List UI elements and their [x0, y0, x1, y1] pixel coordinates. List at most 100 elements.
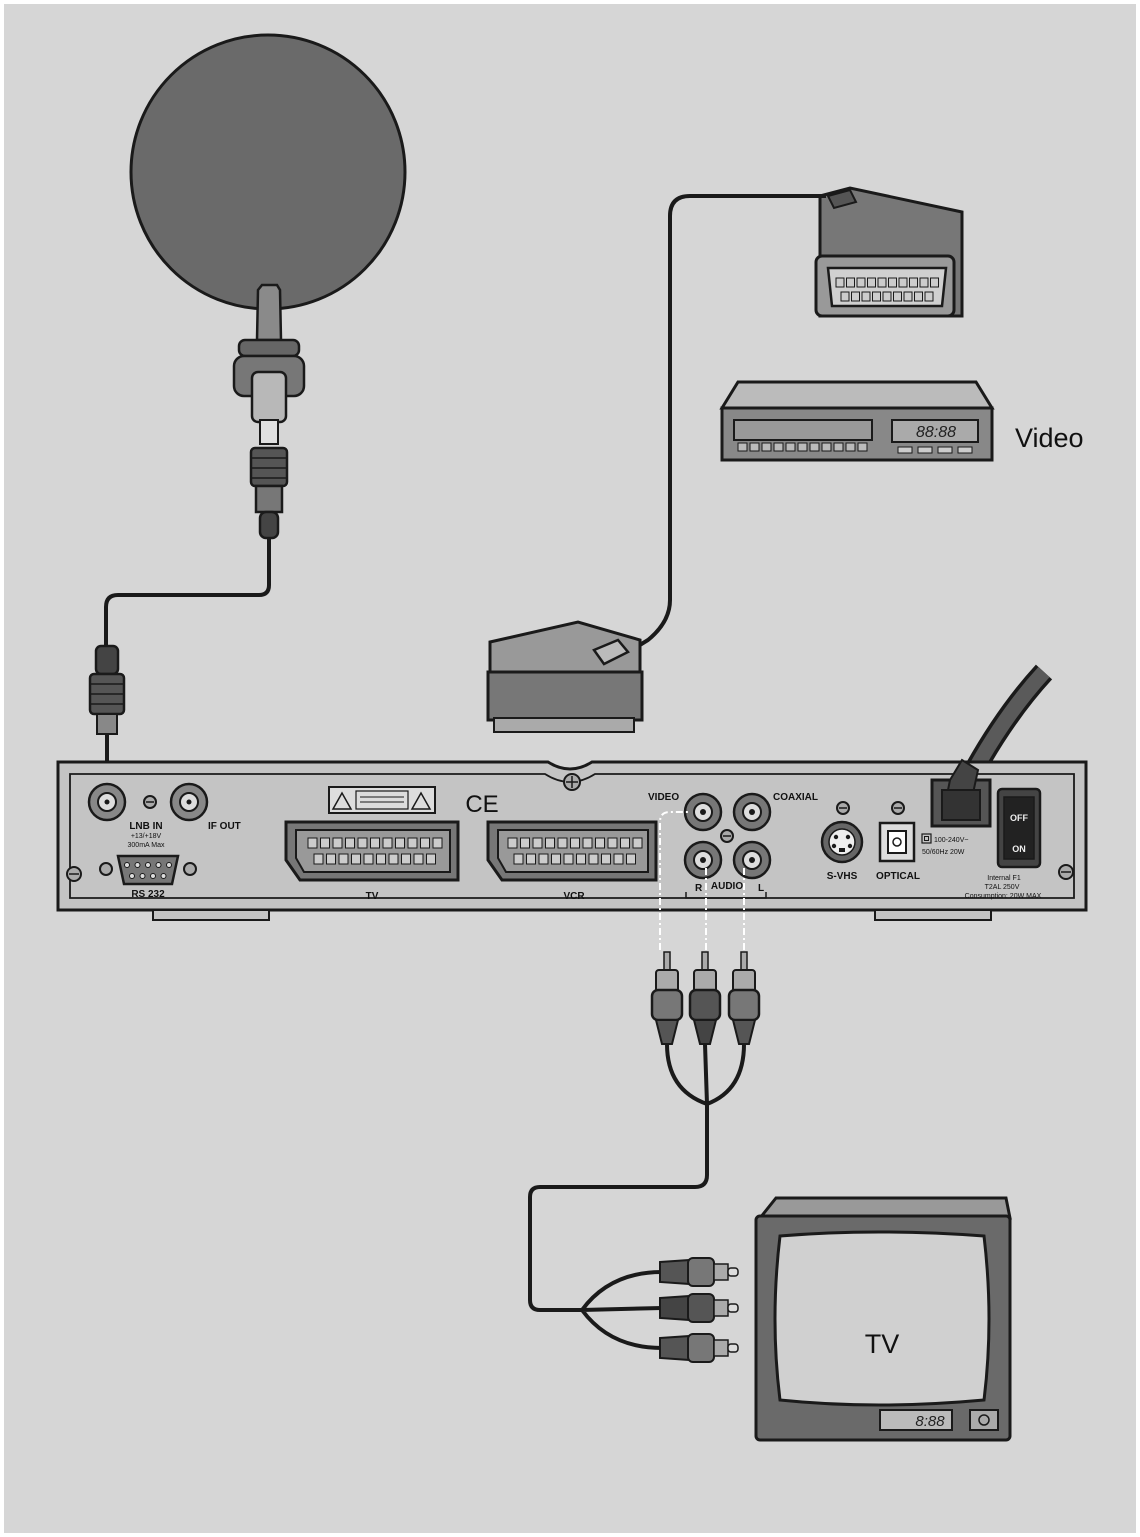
audio-r-label: R	[695, 883, 703, 894]
scart-pin	[313, 853, 324, 865]
coax-cable	[104, 538, 271, 646]
scart-vcr-port	[486, 820, 658, 882]
optical-port	[878, 821, 916, 863]
f-connector-top	[249, 446, 289, 540]
coaxial-rca-port	[732, 792, 772, 832]
scart-pin	[893, 291, 902, 302]
scart-pin	[924, 291, 934, 302]
scart-pin	[345, 837, 355, 849]
rs232-pin	[145, 862, 151, 868]
rca-cable	[528, 1043, 746, 1350]
panel-screw	[143, 795, 157, 809]
scart-pin	[840, 291, 850, 302]
fuse-label: Internal F1	[987, 875, 1021, 882]
panel-screw	[66, 866, 82, 882]
scart-pin	[582, 837, 593, 849]
scart-pin	[507, 837, 518, 849]
rca-plugs-side	[659, 1257, 739, 1363]
vcr-device: 88:88	[719, 380, 995, 462]
power-spec-frequency: 50/60Hz 20W	[922, 849, 965, 856]
lnb-in-spec-voltage: +13/+18V	[131, 833, 162, 840]
scart-pin	[588, 853, 599, 865]
video-rca-port	[683, 792, 723, 832]
scart-pin	[426, 853, 436, 865]
scart-pin	[513, 853, 524, 865]
audio-l-rca-port	[732, 840, 772, 880]
vcr-slot	[761, 442, 772, 452]
tv-label: TV	[865, 1329, 900, 1359]
scart-plug-top	[814, 186, 964, 318]
switch-off-label: OFF	[1010, 813, 1028, 823]
rca-dashed-links	[659, 811, 745, 950]
scart-pin	[867, 277, 876, 288]
scart-pin	[401, 853, 411, 865]
vcr-slot	[773, 442, 784, 452]
if-out-port	[169, 782, 209, 822]
coaxial-port-label: COAXIAL	[773, 792, 818, 803]
scart-pin	[413, 853, 424, 865]
audio-bracket	[685, 892, 767, 899]
ce-mark: CE	[465, 791, 498, 818]
scart-pin	[909, 277, 918, 288]
scart-pin	[338, 853, 349, 865]
scart-pin	[846, 277, 855, 288]
rs232-pin	[150, 873, 156, 879]
audio-r-rca-port	[683, 840, 723, 880]
consumption-label: Consumption: 20W MAX	[965, 893, 1042, 900]
panel-screw	[836, 801, 850, 815]
vcr-slot	[749, 442, 760, 452]
fuse-rating-label: T2AL 250V	[985, 884, 1020, 891]
power-spec-voltage: 100-240V~	[934, 837, 968, 844]
scart-pin	[538, 853, 549, 865]
scart-pin	[563, 853, 574, 865]
tv-display: 8:88	[915, 1413, 945, 1430]
power-inlet	[930, 758, 992, 828]
vcr-slot	[821, 442, 832, 452]
audio-label: AUDIO	[711, 881, 743, 892]
scart-pin	[613, 853, 624, 865]
scart-tv-port	[284, 820, 460, 882]
video-port-label: VIDEO	[648, 792, 679, 803]
vcr-button	[937, 446, 953, 454]
vcr-slot	[857, 442, 868, 452]
scart-pin	[407, 837, 418, 849]
audio-l-label: L	[758, 883, 764, 894]
vcr-slot	[785, 442, 796, 452]
power-switch	[996, 787, 1042, 869]
scart-pin	[903, 291, 913, 302]
scart-pin	[520, 837, 530, 849]
vcr-button	[897, 446, 913, 454]
warning-label	[328, 786, 436, 814]
rca-plugs-up	[650, 951, 761, 1045]
scart-pin	[332, 837, 343, 849]
rs232-label: RS 232	[131, 889, 165, 900]
scart-pin	[382, 837, 393, 849]
scart-pin	[914, 291, 923, 302]
scart-pin	[551, 853, 561, 865]
lnb-in-spec-current: 300mA Max	[128, 842, 165, 849]
panel-screw	[720, 829, 734, 843]
f-connector-bottom	[88, 644, 126, 780]
double-insulation-icon	[921, 833, 932, 844]
vcr-button	[957, 446, 973, 454]
scart-pin	[363, 853, 374, 865]
scart-pin	[420, 837, 430, 849]
lnb-in-port	[87, 782, 127, 822]
scart-pin	[526, 853, 536, 865]
scart-pin	[388, 853, 399, 865]
rs232-pin	[129, 873, 135, 879]
scart-pin	[930, 277, 939, 288]
panel-screw	[891, 801, 905, 815]
scart-pin	[861, 291, 871, 302]
scart-vcr-label: VCR	[563, 891, 585, 902]
rs232-pin	[134, 862, 141, 868]
scart-pin	[851, 291, 860, 302]
scart-pin	[595, 837, 605, 849]
scart-pin	[877, 277, 887, 288]
lnb-unit	[232, 338, 306, 445]
optical-label: OPTICAL	[876, 871, 920, 882]
panel-screw	[563, 773, 581, 791]
scart-pin	[888, 277, 897, 288]
scart-pin	[835, 277, 845, 288]
